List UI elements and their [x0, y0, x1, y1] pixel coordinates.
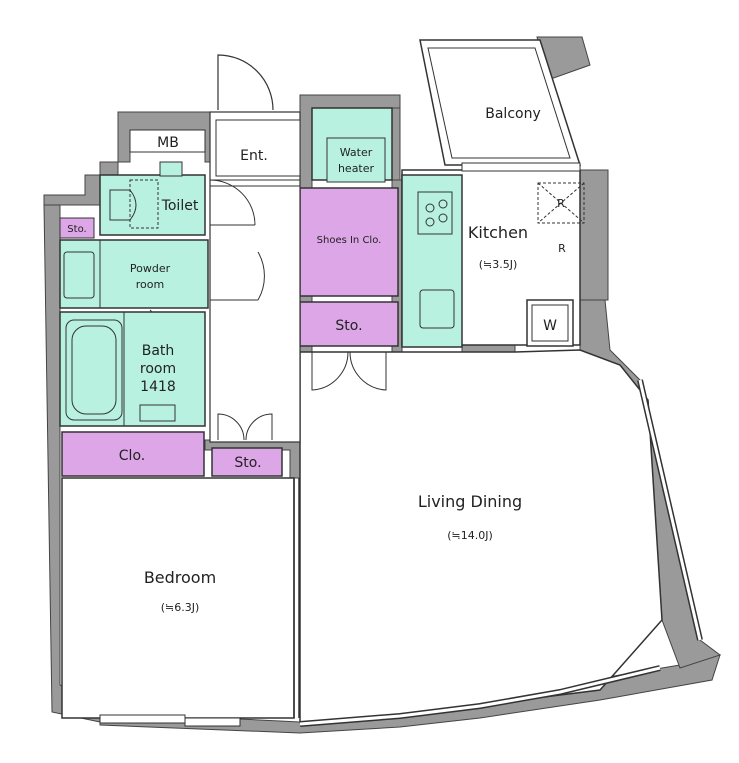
toilet-room	[99, 174, 206, 236]
bathroom-label-3: 1418	[140, 379, 176, 395]
kitchen-window	[461, 162, 581, 172]
living-dining-area: (≒14.0J)	[447, 529, 493, 542]
closet	[61, 431, 205, 477]
storage-bed-label: Sto.	[234, 455, 261, 471]
living-double-door[interactable]	[311, 351, 387, 391]
bathroom-label-1: Bath	[142, 343, 175, 359]
sto-small	[59, 217, 95, 239]
toilet-label: Toilet	[161, 198, 199, 214]
bedroom-partition	[293, 478, 300, 718]
toilet-door[interactable]	[209, 179, 256, 226]
closet-label: Clo.	[119, 448, 145, 464]
fridge-label: R	[558, 242, 566, 255]
powder-room-label-1: Powder	[130, 262, 171, 275]
bathroom-label-2: room	[140, 361, 176, 377]
kitchen-label: Kitchen	[468, 223, 528, 242]
sto-small-label: Sto.	[67, 224, 86, 235]
powder-room-label-2: room	[136, 278, 164, 291]
toilet-tank-icon	[159, 161, 183, 177]
water-heater-label-1: Water	[340, 146, 373, 159]
balcony-label: Balcony	[485, 106, 541, 122]
fridge-box: R	[537, 182, 585, 224]
powder-door[interactable]	[210, 251, 265, 301]
bedroom-windows	[99, 714, 241, 727]
storage-hall-label: Sto.	[335, 318, 362, 334]
fridge-box-label: R	[557, 197, 565, 210]
sink-icon	[419, 289, 455, 329]
shoes-closet-label: Shoes In Clo.	[317, 235, 382, 246]
washer-label: W	[543, 318, 557, 334]
entry-door[interactable]	[217, 54, 274, 111]
storage-bed	[211, 447, 283, 477]
bedroom-label: Bedroom	[144, 568, 216, 587]
storage-hall	[299, 301, 399, 347]
mb-label: MB	[157, 135, 179, 151]
water-heater-label-2: heater	[338, 162, 375, 175]
toilet-bowl-icon	[109, 189, 137, 221]
entrance-label: Ent.	[240, 148, 268, 164]
washer-icon: W	[526, 299, 574, 347]
sto-bed-doors[interactable]	[217, 413, 273, 441]
vanity-icon	[63, 251, 95, 299]
bedroom-area: (≒6.3J)	[161, 601, 200, 614]
living-dining-label: Living Dining	[418, 492, 522, 511]
bedroom-floor	[61, 477, 295, 719]
kitchen-area: (≒3.5J)	[479, 258, 518, 271]
entrance-step	[215, 119, 301, 177]
mb-box	[129, 129, 206, 153]
stove-icon	[417, 191, 453, 235]
